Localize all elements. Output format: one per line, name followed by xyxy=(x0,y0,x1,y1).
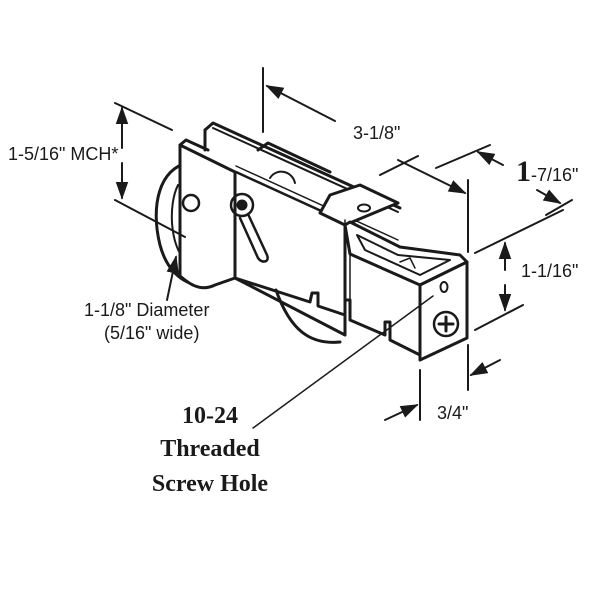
phillips-screw-icon xyxy=(432,310,460,338)
screw-hole-icon xyxy=(439,281,449,293)
depth-dimension-label: 3/4" xyxy=(437,403,469,423)
screw-hole-type-label: Threaded xyxy=(160,436,260,462)
width-dimension-whole: 1 xyxy=(516,155,531,188)
screw-hole-size-label: 10-24 xyxy=(182,403,238,429)
width-dimension-fraction: -7/16" xyxy=(531,165,579,185)
width-dimension-label: 1-7/16" xyxy=(516,157,578,187)
screw-hole-name-label: Screw Hole xyxy=(151,471,269,497)
mch-dimension-label: 1-5/16" MCH* xyxy=(8,144,119,164)
height-dimension-label: 1-1/16" xyxy=(521,261,579,281)
wheel-width-label: (5/16" wide) xyxy=(104,323,200,343)
length-dimension-label: 3-1/8" xyxy=(353,123,401,143)
wheel-diameter-label: 1-1/8" Diameter xyxy=(84,300,210,320)
